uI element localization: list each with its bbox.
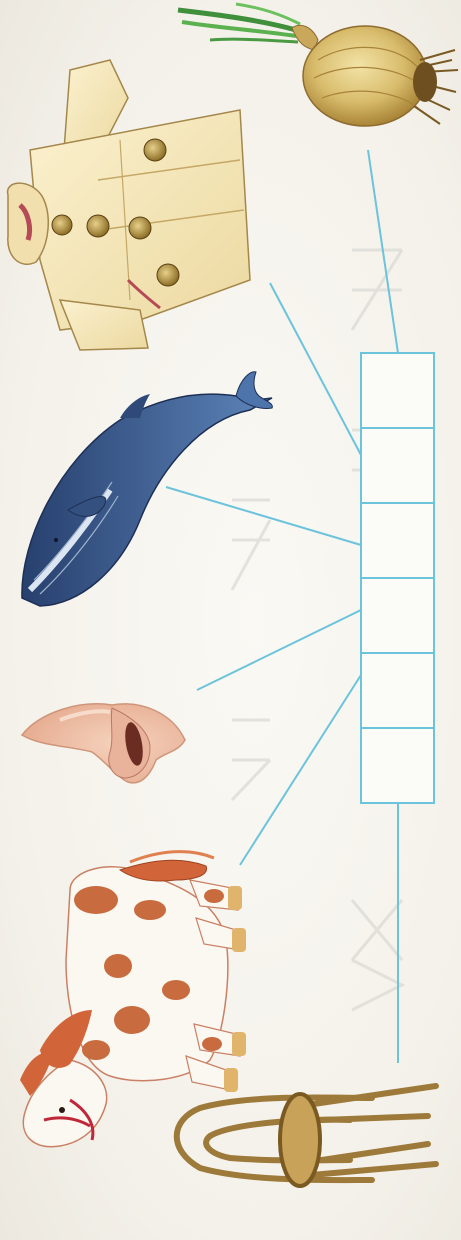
- nose-picture: [22, 704, 185, 783]
- letter-grid: [361, 353, 434, 803]
- line-to-horse: [240, 675, 361, 865]
- letter-cell-3[interactable]: [361, 503, 434, 578]
- letter-cell-4[interactable]: [361, 578, 434, 653]
- line-to-whale: [166, 487, 361, 545]
- letter-cell-2[interactable]: [361, 428, 434, 503]
- whale-picture: [22, 372, 272, 606]
- line-to-nose: [197, 610, 361, 690]
- letter-cell-5[interactable]: [361, 653, 434, 728]
- letter-cell-6[interactable]: [361, 728, 434, 803]
- chair-picture: [177, 1086, 436, 1186]
- coat-picture: [8, 60, 250, 350]
- line-to-coat: [270, 283, 361, 455]
- letter-cell-1[interactable]: [361, 353, 434, 428]
- onion-picture: [178, 4, 458, 126]
